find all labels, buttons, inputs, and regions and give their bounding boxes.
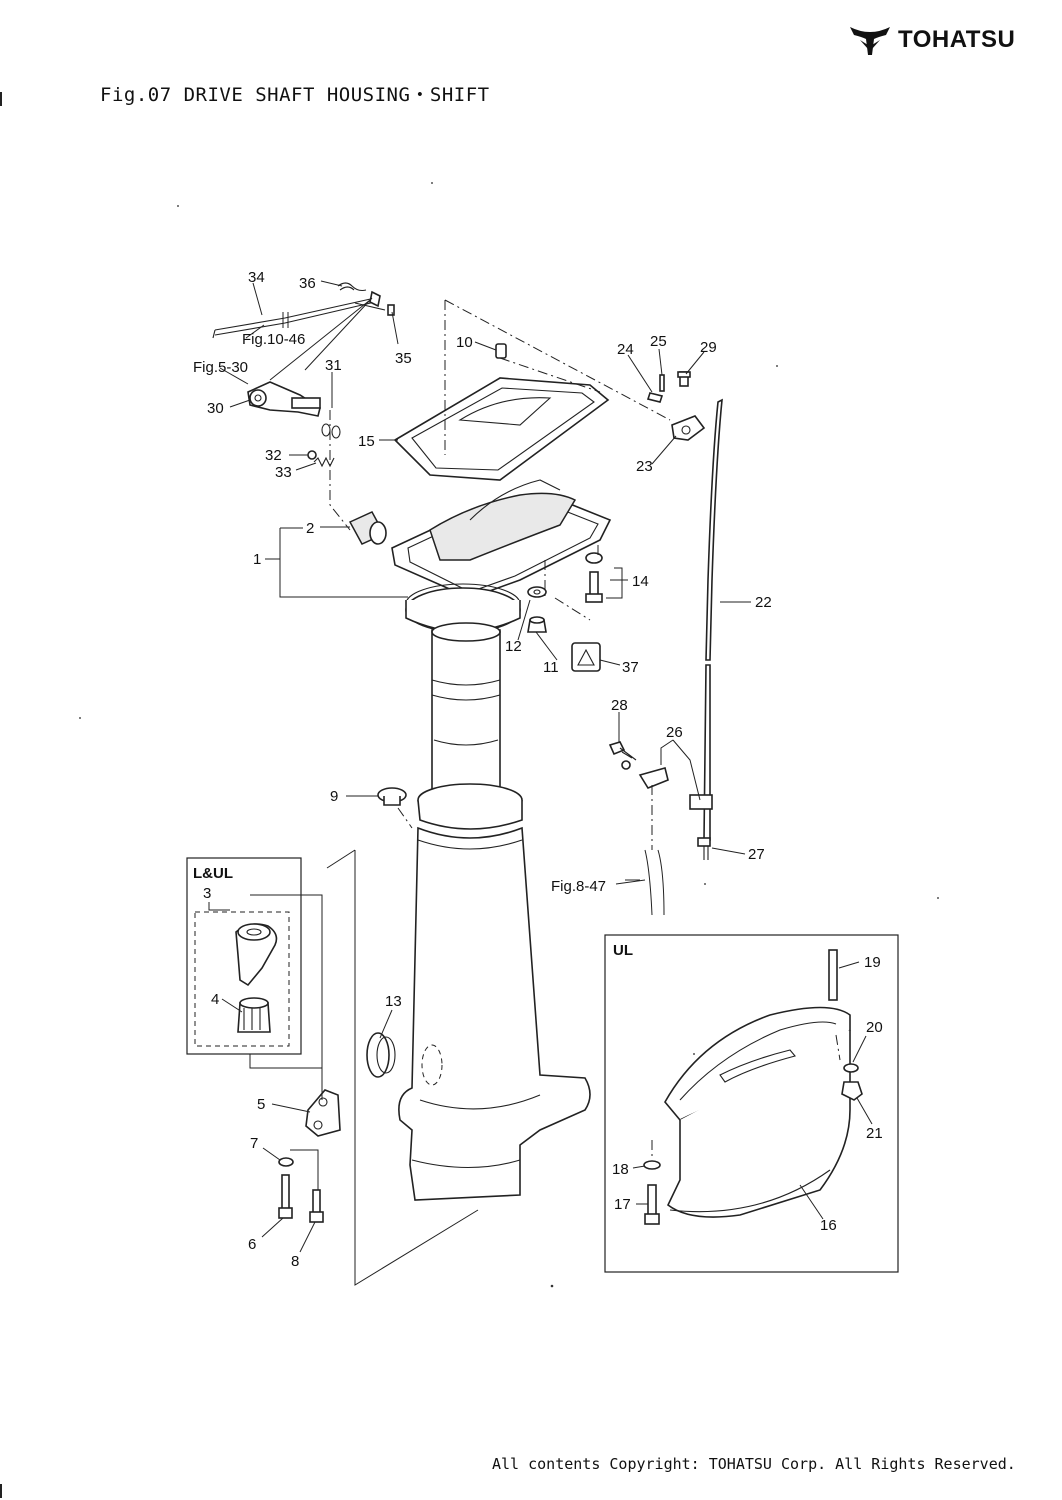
part-label-9: 9	[330, 788, 338, 805]
pin-25	[659, 374, 665, 392]
bolt-6	[278, 1174, 293, 1219]
shift-rod-34	[212, 290, 386, 381]
part-label-4: 4	[211, 991, 219, 1008]
part-label-20: 20	[866, 1019, 883, 1036]
reference-labels: Fig.10-46 Fig.5-30 Fig.8-47 L&UL UL	[193, 331, 633, 959]
nut-11	[527, 616, 547, 633]
part-label-30: 30	[207, 400, 224, 417]
bushing-2	[348, 511, 387, 545]
part-label-36: 36	[299, 275, 316, 292]
part-label-5: 5	[257, 1096, 265, 1113]
part-label-7: 7	[250, 1135, 258, 1152]
shift-lever-30	[247, 381, 321, 417]
ref-fig10-46: Fig.10-46	[242, 331, 305, 348]
bolt-8	[309, 1189, 324, 1223]
pin-10	[495, 343, 507, 359]
part-label-1: 1	[253, 551, 261, 568]
inset-lul-title: L&UL	[193, 865, 233, 882]
scan-edge-mark-bottom	[0, 1484, 2, 1498]
part-label-11: 11	[543, 659, 559, 676]
part-label-14: 14	[632, 573, 649, 590]
part-label-35: 35	[395, 350, 412, 367]
part-label-34: 34	[248, 269, 265, 286]
figure-title: Fig.07 DRIVE SHAFT HOUSING・SHIFT	[100, 84, 490, 106]
grommet-13	[366, 1032, 396, 1078]
clip-36	[337, 282, 367, 292]
shift-rod-22	[697, 398, 723, 860]
part-label-23: 23	[636, 458, 653, 475]
screw-29	[677, 371, 691, 387]
part-label-13: 13	[385, 993, 402, 1010]
gasket-15	[393, 377, 610, 481]
part-number-labels: 34 36 35 10 24 25 29 31 30 15 32 33 23 2…	[203, 269, 883, 1270]
scan-specks	[79, 182, 939, 1288]
part-label-2: 2	[306, 520, 314, 537]
caution-label-37	[571, 642, 601, 672]
copyright-notice: All contents Copyright: TOHATSU Corp. Al…	[492, 1455, 1016, 1473]
washer-7	[278, 1157, 294, 1167]
washer-12	[527, 586, 547, 598]
part-label-33: 33	[275, 464, 292, 481]
part-label-27: 27	[748, 846, 765, 863]
part-label-21: 21	[866, 1125, 883, 1142]
part-label-3: 3	[203, 885, 211, 902]
plate-23	[671, 415, 706, 441]
clamp-26	[638, 767, 713, 810]
part-label-17: 17	[614, 1196, 631, 1213]
inset-ul	[604, 934, 899, 1273]
part-label-25: 25	[650, 333, 667, 350]
bolt-14	[585, 552, 603, 603]
bolt-28	[608, 741, 637, 770]
part-label-6: 6	[248, 1236, 256, 1253]
pin-35	[387, 304, 395, 316]
screw-24	[646, 392, 664, 403]
ball-32	[307, 450, 317, 460]
part-label-8: 8	[291, 1253, 299, 1270]
drive-shaft-housing	[391, 479, 612, 1201]
brand-name: TOHATSU	[898, 26, 1016, 53]
part-label-26: 26	[666, 724, 683, 741]
part-label-29: 29	[700, 339, 717, 356]
inset-lul	[186, 857, 302, 1055]
scan-edge-mark-top	[0, 92, 2, 106]
part-label-32: 32	[265, 447, 282, 464]
assembly-lines	[249, 299, 841, 1286]
part-label-37: 37	[622, 659, 639, 676]
part-label-24: 24	[617, 341, 634, 358]
brand-logo: TOHATSU	[848, 22, 1015, 58]
part-label-19: 19	[864, 954, 881, 971]
part-label-28: 28	[611, 697, 628, 714]
part-label-15: 15	[358, 433, 375, 450]
inset-ul-title: UL	[613, 942, 633, 959]
part-label-22: 22	[755, 594, 772, 611]
tohatsu-emblem-icon	[850, 27, 890, 55]
part-label-31: 31	[325, 357, 342, 374]
bracket-5	[305, 1089, 341, 1137]
spring-33	[313, 456, 335, 468]
part-label-18: 18	[612, 1161, 629, 1178]
part-label-12: 12	[505, 638, 522, 655]
part-label-10: 10	[456, 334, 473, 351]
drain-plug-9	[377, 787, 407, 806]
leader-lines	[208, 280, 873, 1253]
ref-fig5-30: Fig.5-30	[193, 359, 248, 376]
part-label-16: 16	[820, 1217, 837, 1234]
ref-fig8-47: Fig.8-47	[551, 878, 606, 895]
o-rings-31	[321, 423, 341, 439]
